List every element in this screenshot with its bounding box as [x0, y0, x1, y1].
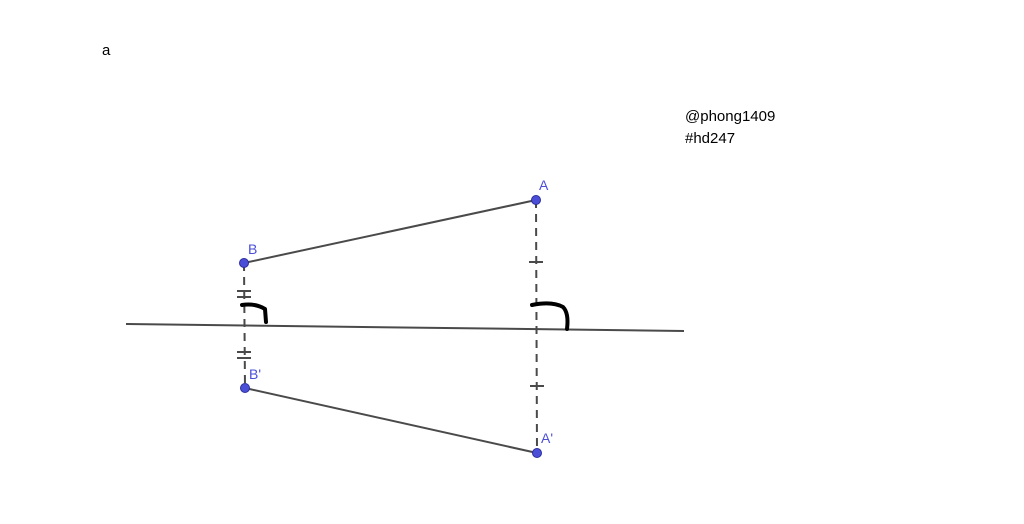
right-angle-mark-b [240, 302, 268, 324]
watermark-handle: @phong1409 [685, 108, 776, 125]
point-a [531, 195, 541, 205]
point-b [239, 258, 249, 268]
corner-label: a [102, 42, 111, 59]
mirror-line [125, 323, 685, 332]
label-b: B [248, 241, 257, 257]
tick-marks-a-side [529, 261, 544, 387]
tick-marks-b-side [237, 290, 251, 359]
label-b-prime: B' [249, 366, 261, 382]
point-b-prime [240, 383, 250, 393]
watermark: @phong1409 #hd247 [685, 106, 775, 150]
segment-ab [243, 199, 537, 264]
segment-a-prime-b-prime [244, 387, 538, 454]
label-a-prime: A' [541, 430, 553, 446]
watermark-hashtag: #hd247 [685, 130, 736, 147]
dashed-segment-bb-prime [243, 262, 246, 389]
dashed-segment-aa-prime [535, 199, 538, 454]
point-a-prime [532, 448, 542, 458]
right-angle-mark-a [530, 301, 570, 331]
label-a: A [539, 177, 549, 193]
